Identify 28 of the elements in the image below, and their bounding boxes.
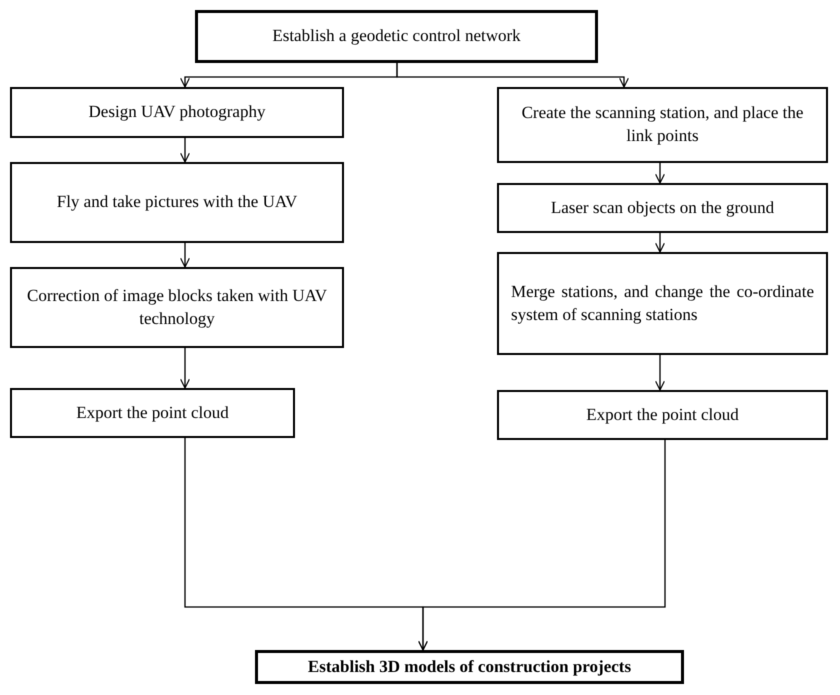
process-box bbox=[10, 267, 344, 348]
box-text: Correction of image blocks taken with UAV technology bbox=[26, 284, 328, 330]
box-text: Design UAV photography bbox=[88, 101, 266, 124]
process-box bbox=[10, 388, 295, 438]
process-box bbox=[497, 183, 828, 233]
arrow bbox=[654, 163, 666, 184]
arrow bbox=[180, 138, 190, 163]
box-text: Fly and take pictures with the UAV bbox=[56, 191, 298, 214]
process-box bbox=[10, 162, 344, 243]
box-text: Laser scan objects on the ground bbox=[550, 196, 774, 219]
arrow bbox=[654, 355, 666, 391]
box-text: Establish 3D models of construction projects bbox=[308, 656, 632, 678]
process-box bbox=[195, 10, 598, 63]
box-text: Export the point cloud bbox=[586, 404, 739, 426]
process-box bbox=[497, 252, 828, 355]
arrow bbox=[654, 233, 666, 253]
process-box bbox=[497, 390, 828, 440]
arrow bbox=[180, 348, 190, 389]
arrow bbox=[396, 63, 630, 88]
arrow bbox=[180, 243, 190, 268]
arrow bbox=[418, 440, 666, 651]
process-box bbox=[10, 87, 344, 138]
box-text: Establish a geodetic control network bbox=[272, 25, 521, 48]
box-text: Merge stations, and change the co-ordinate system of scanning stations bbox=[511, 280, 814, 326]
box-text: Export the point cloud bbox=[76, 402, 229, 424]
box-text: Create the scanning station, and place the link points bbox=[520, 102, 804, 147]
process-box bbox=[255, 650, 684, 684]
process-box bbox=[497, 87, 828, 163]
